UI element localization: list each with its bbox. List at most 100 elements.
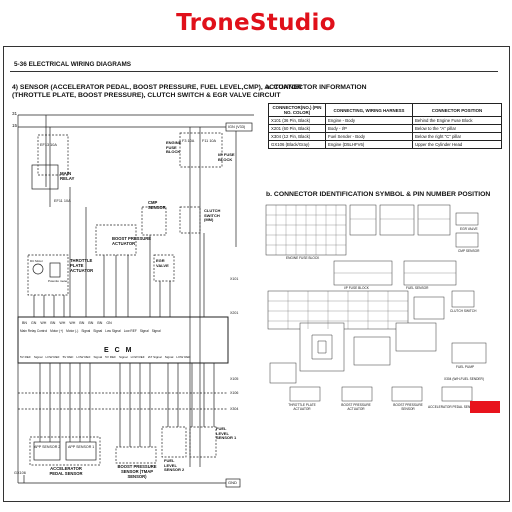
boost-sensor-conn-label: BOOST PRESSURE SENSOR	[393, 403, 423, 411]
highlight-marker	[470, 401, 500, 413]
pin-function: Signal	[93, 329, 103, 333]
pin-function: LOW REF	[45, 355, 60, 359]
ecm-bottom-functions: 5V REF Signal LOW REF 5V REF LOW REF Sig…	[20, 355, 190, 359]
wire-color: BN	[79, 321, 85, 325]
app-sensor-label: ACCELERATOR PEDAL SENSOR	[49, 466, 83, 476]
engine-fuse-block-frame	[37, 134, 69, 176]
engine-fuse-conn-label: ENGINE FUSE BLOCK	[286, 256, 320, 260]
pin-function: Low REF	[123, 329, 137, 333]
wire-color: BN	[97, 321, 103, 325]
wire-color: GN	[31, 321, 37, 325]
pin-function: Signal	[33, 355, 43, 359]
wire-color: WH	[59, 321, 66, 325]
app-sensor-frame	[29, 436, 101, 466]
wire-color: GN	[106, 321, 112, 325]
throttle-actuator-label: THROTTLE PLATE ACTUATOR	[70, 258, 94, 273]
diagram-sheet: 5-36 ELECTRICAL WIRING DIAGRAMS 4) SENSO…	[3, 46, 510, 502]
pin-function: Low Signal	[105, 329, 121, 333]
throttle-actuator-conn-label: THROTTLE PLATE ACTUATOR	[288, 403, 316, 411]
fuel-sensor-conn-label: FUEL SENSOR	[406, 286, 429, 290]
pin-function: Signal	[164, 355, 174, 359]
round-connector-symbol	[311, 334, 333, 360]
clutch-switch-label: CLUTCH SWITCH (MM)	[204, 208, 221, 223]
pin-function: Signal	[118, 355, 128, 359]
potentiometer-symbol	[49, 262, 61, 278]
table-header-row: CONNECTOR(NO.) (PIN NO. COLOR) CONNECTIN…	[268, 103, 502, 117]
section-title-line1: 4) SENSOR (ACCELERATOR PEDAL, BOOST PRES…	[12, 84, 302, 91]
wire-color: BN	[50, 321, 56, 325]
app-sensor-1-label: APP SENSOR 1	[68, 445, 95, 449]
pin-function: 5V REF	[105, 355, 116, 359]
ecm-top-functions: Main Relay Control Motor (+) Motor (-) S…	[20, 329, 161, 333]
engine-fuse-block-label: ENGINE FUSE BLOCK	[166, 140, 182, 155]
fuse-ef13: EF13 10A	[40, 143, 57, 147]
pin-function: LOW REF	[176, 355, 191, 359]
rail-31-label: 31	[12, 111, 18, 116]
ecm-top-pins: BN GN WH BN WH WH BN BN BN GN	[22, 321, 112, 325]
ip-fuse-block-frame	[179, 132, 223, 168]
connector-code: X105	[230, 377, 239, 381]
fuel-pump-conn-label: FUEL PUMP	[456, 365, 475, 369]
egr-valve-conn-label: EGR VALVE	[460, 227, 478, 231]
egr-valve-label: EGR VALVE	[156, 258, 169, 268]
ign-label: IGN (V33)	[228, 125, 246, 129]
dc-motor-label: DC Motor	[30, 259, 43, 263]
connector-info-table: CONNECTOR(NO.) (PIN NO. COLOR) CONNECTIN…	[268, 103, 502, 149]
rail-15-label: 15	[12, 123, 18, 128]
connector-code: X304	[230, 407, 239, 411]
fuel-sensor-2-label: FUEL LEVEL SENSOR 2	[164, 458, 185, 473]
connector-code: X106	[230, 391, 239, 395]
connector-pinouts	[265, 204, 487, 402]
connector-id-title: b. CONNECTOR IDENTIFICATION SYMBOL & PIN…	[266, 191, 491, 198]
cmp-sensor-conn-label: CMP SENSOR	[458, 249, 480, 253]
gnd-box	[225, 478, 241, 488]
pin-function: LOW REF	[76, 355, 91, 359]
clutch-switch-conn-label: CLUTCH SWITCH	[450, 309, 477, 313]
connector-code: X101	[230, 277, 239, 281]
main-relay-box	[31, 164, 59, 190]
pin-function: Motor (+)	[50, 329, 64, 333]
ip-fuse-conn-label: I/P FUSE BLOCK	[344, 286, 369, 290]
wire-color: WH	[69, 321, 76, 325]
connector-code: X201	[230, 311, 239, 315]
pin-function: Signal	[81, 329, 91, 333]
pin-function: Signal	[139, 329, 149, 333]
connector-info-title: a. CONNECTOR INFORMATION	[266, 84, 367, 91]
app-sensor-conn-label: ACCELERATOR PEDAL SENSOR	[428, 405, 478, 409]
fuel-sensor-1-label: FUEL LEVEL SENSOR 1	[216, 426, 237, 441]
fuse-ef11: EF11 10A	[54, 199, 71, 203]
gnd-label: GND	[228, 480, 237, 485]
cmp-sensor-label: CMP SENSOR	[148, 200, 166, 210]
cmp-sensor-frame	[141, 206, 167, 236]
app-sensor-2-box	[33, 441, 61, 461]
section-title-line2: (THROTTLE PLATE, BOOST PRESSURE), CLUTCH…	[12, 92, 281, 99]
pin-function: Main Relay Control	[20, 329, 48, 333]
pin-function: Motor (-)	[66, 329, 79, 333]
fuse-f3: F3 10A	[182, 139, 195, 143]
wire-color: WH	[40, 321, 47, 325]
gx106-label: GX106	[14, 471, 26, 475]
ip-fuse-block-label: I/P FUSE BLOCK	[218, 152, 235, 162]
wiring-schematic	[17, 114, 487, 488]
ign-box	[225, 122, 253, 132]
wire-color: BN	[88, 321, 94, 325]
pin-function: LOW REF	[130, 355, 145, 359]
boost-sensor-label: BOOST PRESSURE SENSOR (TMAP SENSOR)	[117, 464, 157, 479]
main-relay-label: MAIN RELAY	[60, 171, 75, 181]
egr-valve-frame	[153, 254, 175, 282]
potentiometer-label: Potentio meter	[48, 279, 68, 283]
brand-banner: TroneStudio	[0, 0, 512, 46]
boost-sensor-frame	[115, 446, 157, 464]
pin-grid-lines	[266, 205, 456, 329]
ecm-label: E C M	[104, 347, 134, 354]
pin-function: 5V REF	[20, 355, 31, 359]
brand-title: TroneStudio	[176, 10, 336, 36]
boost-actuator-conn-label: BOOST PRESSURE ACTUATOR	[341, 403, 371, 411]
header-rule	[10, 71, 498, 72]
table-row: GX106 (Black/Gray) Engine (D5LHFV6) Uppe…	[268, 140, 502, 149]
table-cell: Upper the Cylinder Head	[412, 140, 502, 149]
pin-function: IAT Signal	[147, 355, 162, 359]
dc-motor-symbol	[32, 263, 44, 275]
boost-actuator-label: BOOST PRESSURE ACTUATOR	[112, 236, 152, 246]
app-sensor-1-box	[65, 441, 97, 461]
